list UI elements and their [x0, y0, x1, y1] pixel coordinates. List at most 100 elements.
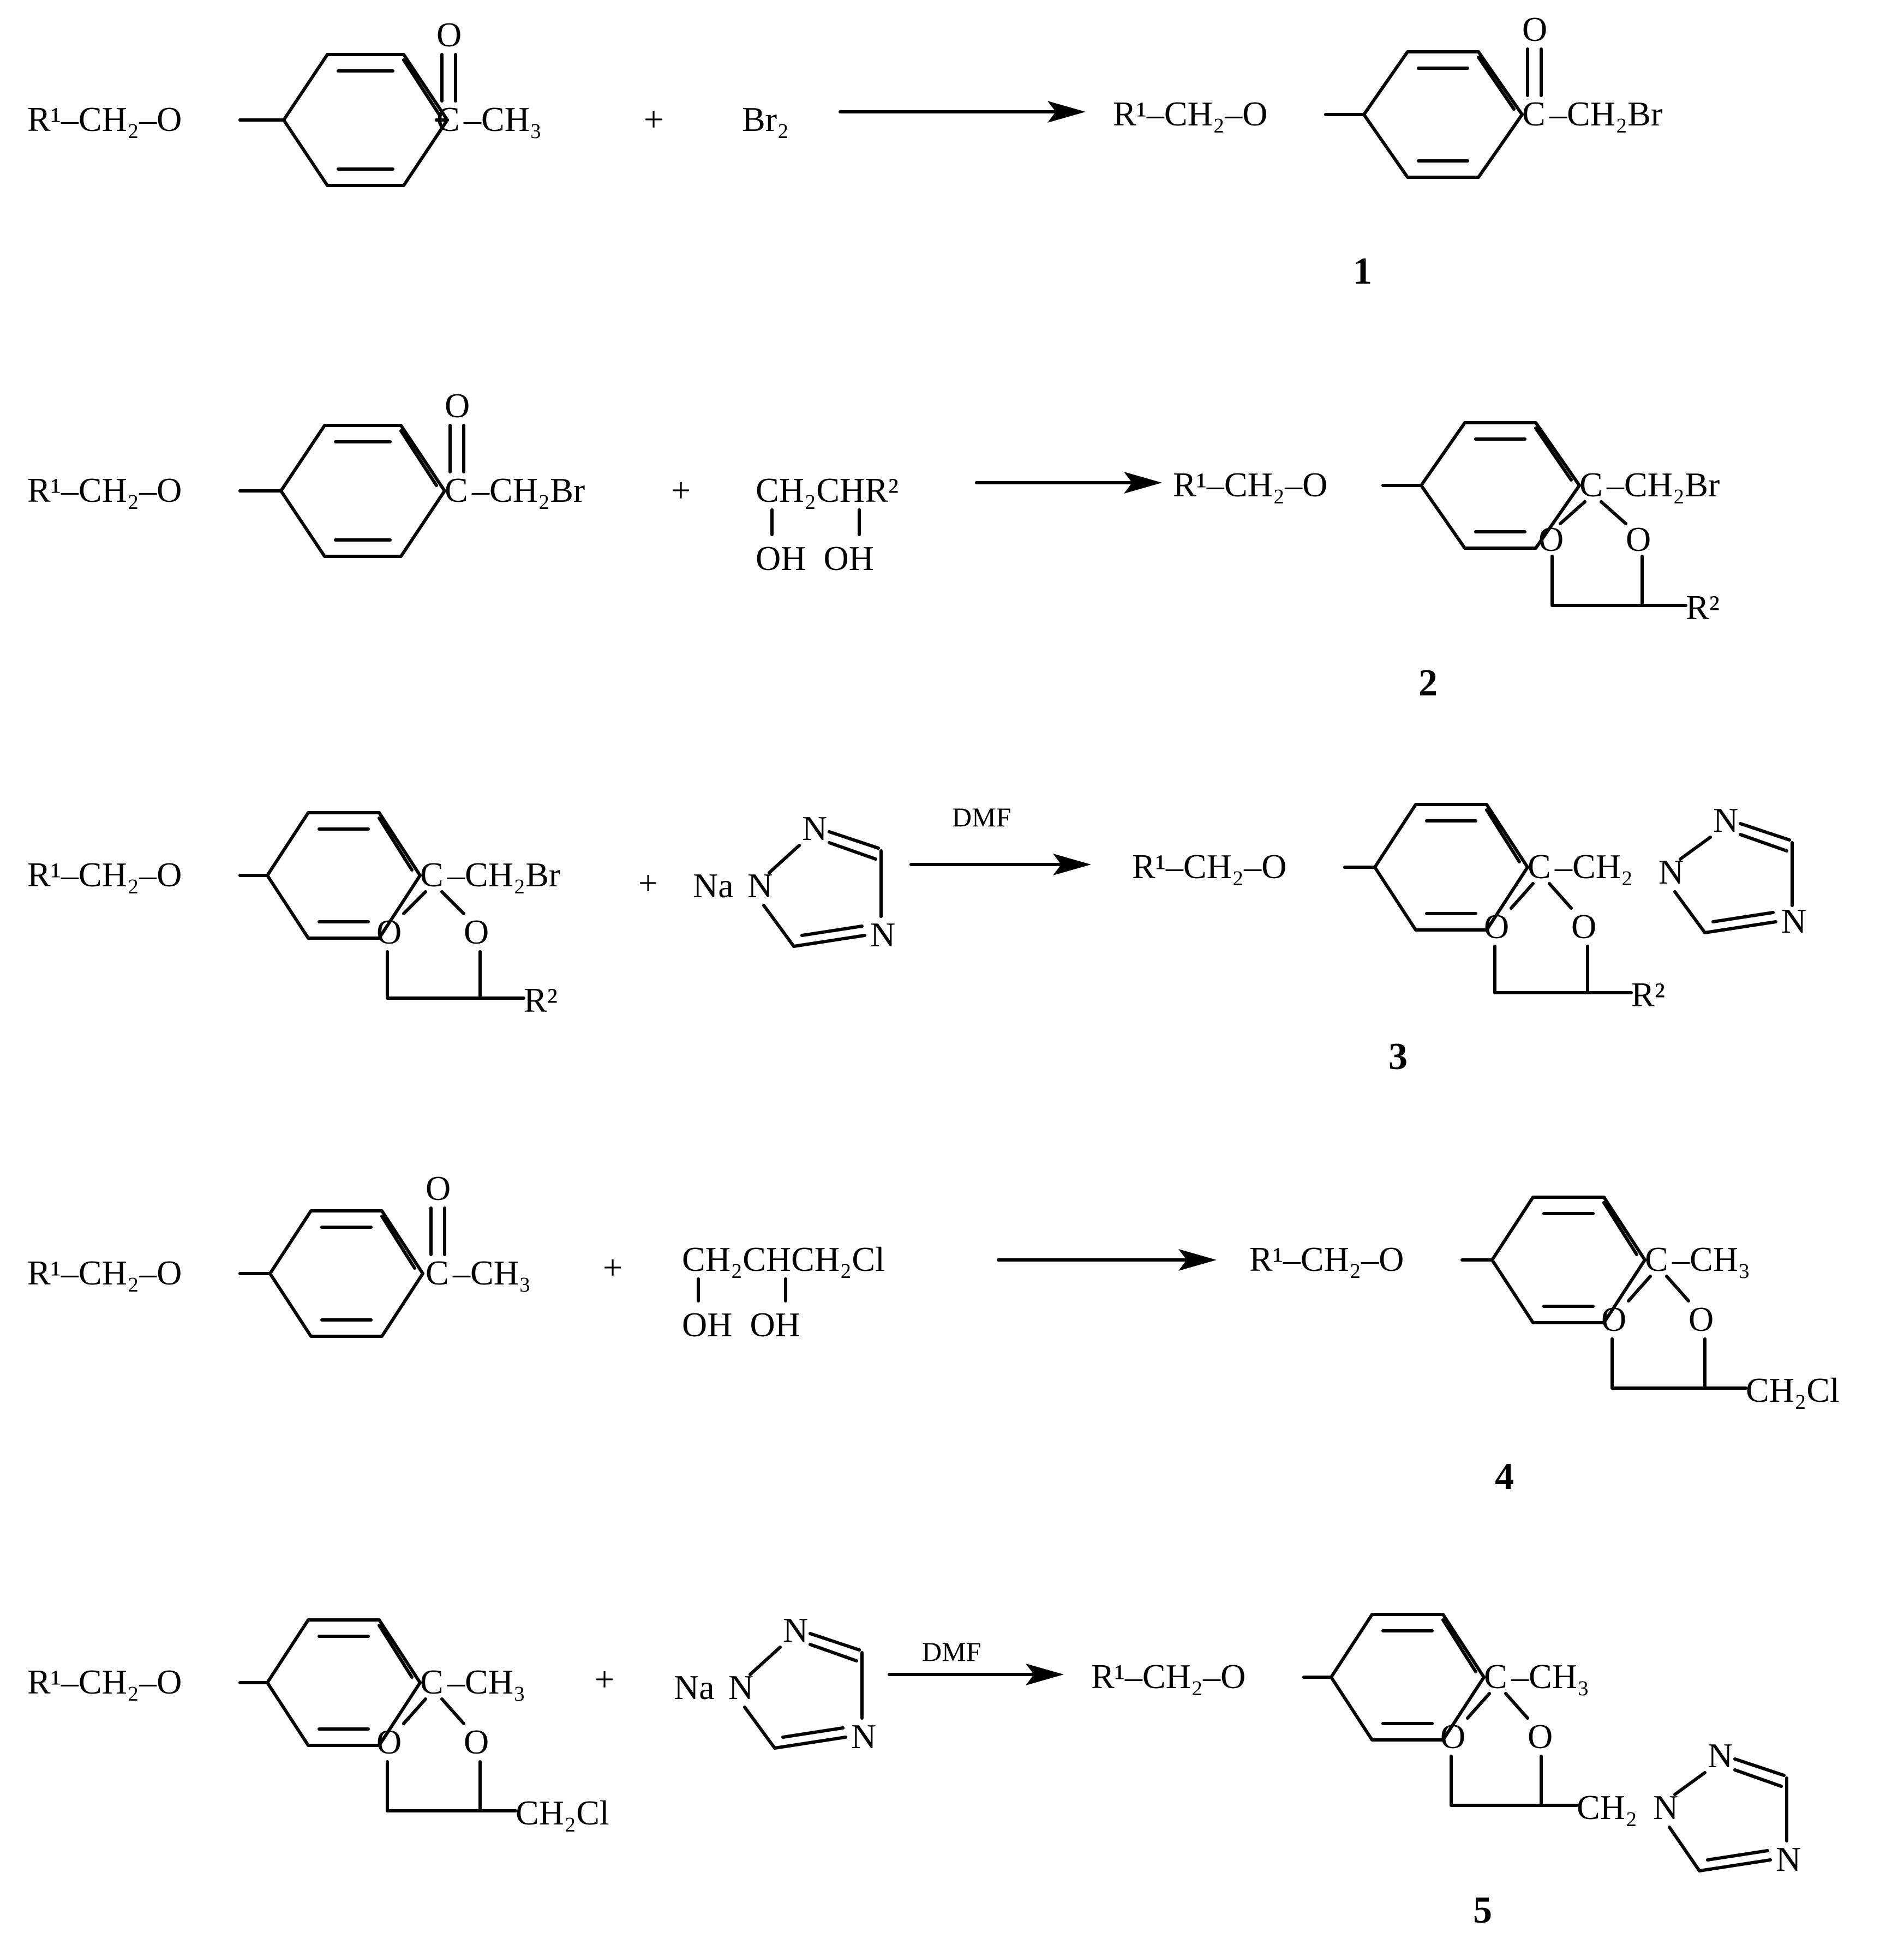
bond: [828, 830, 880, 850]
dioxolane-ring: [386, 950, 482, 1000]
r5-product-ring-o-right: O: [1528, 1717, 1553, 1756]
arrowhead: [1053, 854, 1091, 875]
compound-label-2: 2: [1418, 662, 1438, 704]
r2-reagent-diol: CH₂CHR² OH OH: [756, 471, 899, 578]
r3-arrow: DMF: [909, 802, 1091, 875]
bond: [828, 841, 877, 861]
r2-reagent-top: CH₂CHR²: [756, 471, 899, 509]
dioxolane-ring: [1450, 1755, 1543, 1807]
benzene-ring: [1373, 803, 1529, 932]
reaction-5-product: R¹–CH₂–O C –CH₃ O O CH₂ N N N: [1091, 1613, 1801, 1878]
r3-product-ring-o-right: O: [1571, 907, 1596, 946]
r1-reactant-carbonyl-o: O: [436, 15, 462, 54]
r2-reagent-bottom: OH OH: [756, 539, 874, 578]
r5-reactant-center-c: C: [420, 1662, 444, 1701]
r3-reactant-center-c: C: [420, 855, 444, 894]
r1-product-ch2br: –CH₂Br: [1549, 94, 1662, 133]
benzene-ring: [266, 1618, 422, 1747]
benzene-ring: [266, 811, 422, 940]
r2-product-ring-o-right: O: [1626, 520, 1651, 559]
reaction-1: R¹–CH₂–O C O –CH₃ + Br₂ R¹–CH₂–O: [27, 10, 1662, 292]
r4-product-ring-o-left: O: [1601, 1300, 1626, 1338]
r2-reactant-ch2br: –CH₂Br: [471, 471, 585, 509]
r3-product-r2: R²: [1631, 975, 1665, 1014]
r5-reactant-ring-o-right: O: [464, 1722, 489, 1761]
r4-reactant-methyl: –CH₃: [452, 1253, 531, 1292]
reaction-2-reactant: R¹–CH₂–O C O –CH₂Br: [27, 386, 585, 558]
reaction-3-product: R¹–CH₂–O C –CH₂ O O R² N N N: [1132, 801, 1806, 1014]
r4-reactant-chain: R¹–CH₂–O: [27, 1253, 182, 1292]
r2-product-chain: R¹–CH₂–O: [1173, 465, 1327, 504]
r5-product-methyl: –CH₃: [1511, 1657, 1589, 1696]
bond: [800, 925, 864, 937]
benzene-ring: [279, 424, 446, 558]
double-bond: [1441, 1618, 1477, 1673]
r4-product-ch2cl: CH₂Cl: [1746, 1371, 1840, 1409]
r1-arrow: [839, 101, 1086, 123]
r5-conditions: DMF: [922, 1636, 981, 1667]
bond: [792, 934, 866, 948]
r5-reactant-methyl: –CH₃: [447, 1662, 525, 1701]
r2-product-center-c: C: [1579, 465, 1603, 504]
bond: [1673, 1771, 1707, 1796]
bond: [1600, 500, 1627, 525]
reaction-1-reactant: R¹–CH₂–O C O –CH₃: [27, 15, 542, 187]
r5-product-chain: R¹–CH₂–O: [1091, 1657, 1246, 1696]
r4-reagent-bottom: OH OH: [682, 1305, 800, 1344]
r2-plus: +: [671, 471, 691, 509]
r5-product-center-c: C: [1484, 1657, 1507, 1696]
bond: [402, 890, 427, 915]
arrowhead: [1178, 1249, 1217, 1271]
double-bond: [1602, 1201, 1638, 1256]
r4-product-chain: R¹–CH₂–O: [1249, 1240, 1404, 1278]
r3-reactant-r2: R²: [524, 981, 558, 1019]
r1-product-chain: R¹–CH₂–O: [1113, 94, 1267, 133]
reaction-4-reactant: R¹–CH₂–O C O –CH₃: [27, 1169, 531, 1338]
bond: [402, 1697, 427, 1725]
reaction-5-reactant: R¹–CH₂–O C –CH₃ O O CH₂Cl: [27, 1618, 609, 1832]
dioxolane-ring: [1493, 945, 1589, 994]
arrowhead: [1047, 101, 1086, 123]
double-bond: [1485, 808, 1521, 863]
r4-product-ring-o-right: O: [1689, 1300, 1714, 1338]
r5-arrow: DMF: [888, 1636, 1064, 1685]
reaction-4-product: R¹–CH₂–O C –CH₃ O O CH₂Cl: [1249, 1196, 1840, 1409]
r2-reactant-carbonyl-c: C: [445, 471, 468, 509]
bond: [749, 1646, 782, 1676]
r1-reagent: Br₂: [742, 100, 789, 139]
reaction-3: R¹–CH₂–O C –CH₂Br O O R² + Na N N N: [27, 801, 1806, 1078]
double-bond: [380, 1215, 416, 1270]
r4-plus: +: [603, 1248, 622, 1287]
bond: [1733, 1757, 1786, 1777]
bond: [1673, 890, 1707, 934]
r2-arrow: [975, 472, 1162, 494]
benzene-ring: [1420, 421, 1581, 550]
bond: [1668, 1826, 1701, 1872]
bond: [809, 1643, 858, 1662]
bond: [1510, 882, 1535, 910]
bond: [1548, 882, 1573, 910]
reaction-3-reactant: R¹–CH₂–O C –CH₂Br O O R²: [27, 811, 560, 1019]
r5-reagent-na: Na: [674, 1668, 715, 1707]
r5-product-ch2: CH₂: [1577, 1788, 1637, 1827]
r5-reactant-chain: R¹–CH₂–O: [27, 1662, 182, 1701]
r3-reactant-ring-o-left: O: [376, 913, 402, 951]
compound-label-3: 3: [1388, 1036, 1408, 1078]
r5-product-n2: N: [1708, 1736, 1733, 1775]
dioxolane-ring: [1550, 555, 1644, 607]
arrowhead: [1124, 472, 1162, 494]
r4-product-center-c: C: [1645, 1240, 1668, 1278]
r5-reactant-ch2cl: CH₂Cl: [516, 1793, 609, 1832]
r1-product-carbonyl-c: C: [1522, 94, 1546, 133]
dioxolane-ring: [1610, 1337, 1707, 1390]
benzene-ring: [282, 53, 449, 187]
r3-reagent-sodium-triazole: Na N N N: [693, 809, 895, 954]
r3-conditions: DMF: [952, 802, 1011, 832]
bond: [1739, 822, 1791, 842]
r3-product-center-c: C: [1528, 847, 1551, 886]
benzene-ring: [268, 1209, 424, 1338]
r4-reagent-top: CH₂CHCH₂Cl: [682, 1240, 885, 1278]
bond: [809, 1632, 861, 1652]
r2-reactant-chain: R¹–CH₂–O: [27, 471, 182, 509]
